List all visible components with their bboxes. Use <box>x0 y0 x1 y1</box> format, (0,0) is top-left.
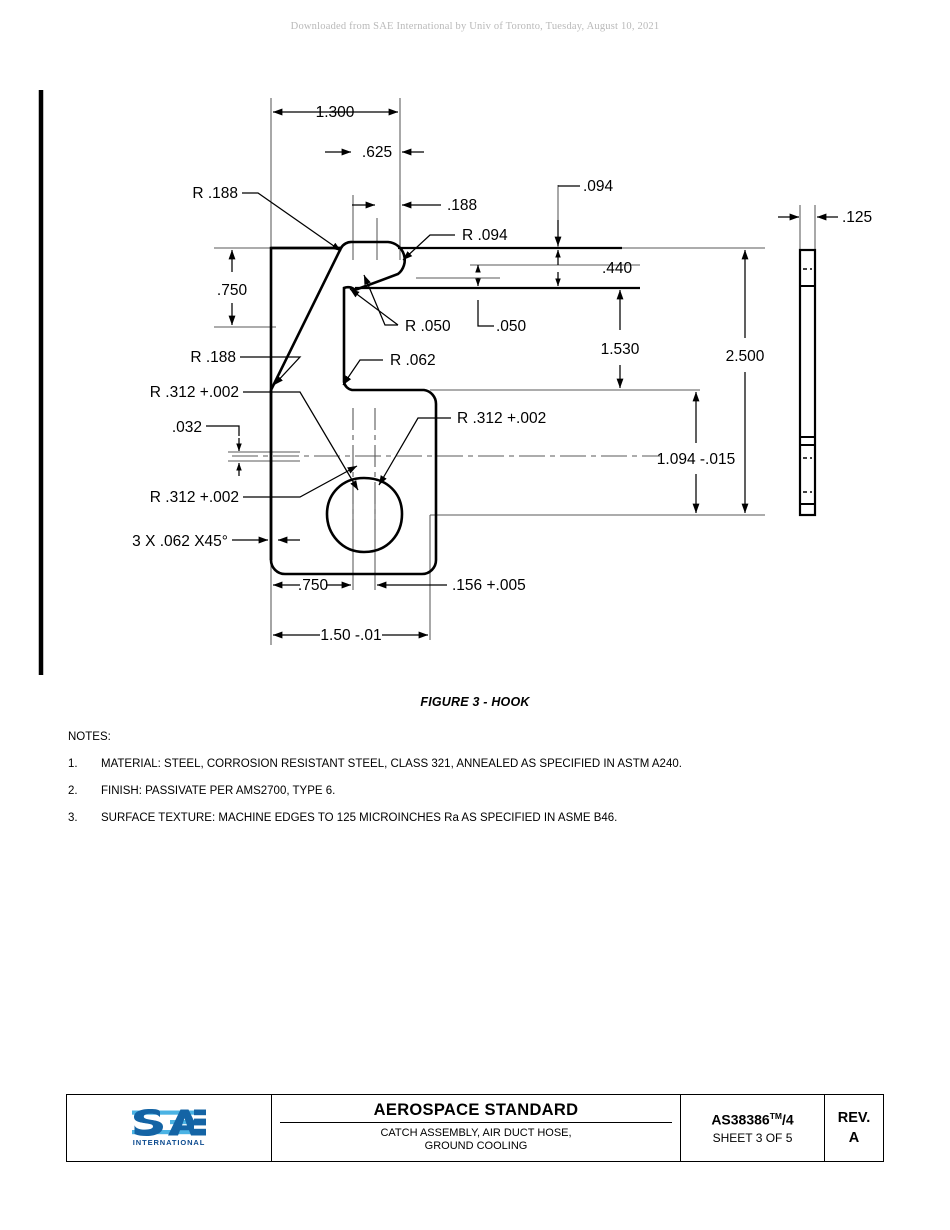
document-subtitle-line2: GROUND COOLING <box>424 1140 528 1153</box>
note-text: SURFACE TEXTURE: MACHINE EDGES TO 125 MI… <box>101 812 618 824</box>
dim-label-chamfer: 3 X .062 X45° <box>132 533 228 550</box>
rad-label-094: R .094 <box>462 227 508 244</box>
dim-label-0-750-left: .750 <box>217 282 248 299</box>
dim-label-1-094: 1.094 -.015 <box>657 451 735 468</box>
rad-label-188-lower: R .188 <box>190 349 236 366</box>
note-number: 2. <box>68 785 78 797</box>
document-subtitle: CATCH ASSEMBLY, AIR DUCT HOSE, GROUND CO… <box>380 1127 571 1155</box>
note-item: 2. FINISH: PASSIVATE PER AMS2700, TYPE 6… <box>68 785 888 797</box>
dim-label-0-625: .625 <box>362 144 392 161</box>
dim-label-1-530: 1.530 <box>601 341 640 358</box>
rad-label-312-lower: R .312 +.002 <box>150 489 239 506</box>
sae-logo-subtext: INTERNATIONAL <box>132 1138 206 1147</box>
sae-logo-mark <box>132 1109 206 1136</box>
engineering-drawing: 1.300 .625 .188 .094 .125 .440 .050 .750… <box>38 90 872 675</box>
leader-rad-050-b <box>349 288 399 326</box>
figure-caption: FIGURE 3 - HOOK <box>420 695 530 709</box>
title-block-rev-cell: REV. A <box>825 1095 883 1161</box>
hook-diagonal-edge <box>269 246 344 391</box>
rad-label-312-upper: R .312 +.002 <box>150 384 239 401</box>
hook-part-outline <box>269 240 438 576</box>
leader-rad-312-upper <box>243 391 359 491</box>
revision-label: REV. <box>837 1110 871 1126</box>
rad-label-062: R .062 <box>390 352 436 369</box>
dim-label-2-500: 2.500 <box>726 348 765 365</box>
note-text: MATERIAL: STEEL, CORROSION RESISTANT STE… <box>101 758 682 770</box>
rad-label-312-right: R .312 +.002 <box>457 410 546 427</box>
side-section-view <box>798 248 817 517</box>
sae-logo: INTERNATIONAL <box>130 1109 208 1147</box>
sheet-number: SHEET 3 OF 5 <box>712 1131 793 1146</box>
leader-rad-050-a <box>363 274 398 326</box>
title-block: INTERNATIONAL AEROSPACE STANDARD CATCH A… <box>66 1094 884 1162</box>
download-watermark: Downloaded from SAE International by Uni… <box>290 21 660 32</box>
rad-label-050: R .050 <box>405 318 451 335</box>
dim-label-0-440: .440 <box>602 260 633 277</box>
note-number: 1. <box>68 758 78 770</box>
title-block-logo-cell: INTERNATIONAL <box>67 1095 272 1161</box>
note-item: 1. MATERIAL: STEEL, CORROSION RESISTANT … <box>68 758 888 770</box>
dim-label-0-125: .125 <box>842 209 872 226</box>
leader-rad-094 <box>402 234 455 261</box>
note-number: 3. <box>68 812 78 824</box>
dim-label-0-094: .094 <box>583 178 614 195</box>
dim-label-0-050: .050 <box>496 318 527 335</box>
notes-heading: NOTES: <box>68 731 111 743</box>
slot-hole <box>325 476 404 554</box>
leader-rad-312-lower <box>243 465 358 498</box>
dim-label-0-188: .188 <box>447 197 477 214</box>
note-text: FINISH: PASSIVATE PER AMS2700, TYPE 6. <box>101 785 336 797</box>
leader-rad-188-lower <box>240 356 302 386</box>
title-block-doc-cell: AS38386TM/4 SHEET 3 OF 5 <box>681 1095 825 1161</box>
dimline-0-032-leader <box>206 425 240 436</box>
dim-label-0-750-bottom: .750 <box>298 577 329 594</box>
document-number-base: AS38386 <box>711 1111 770 1128</box>
document-number: AS38386TM/4 <box>711 1111 793 1128</box>
trademark-mark: TM <box>769 1110 782 1121</box>
rad-label-188-upper: R .188 <box>192 185 238 202</box>
document-subtitle-line1: CATCH ASSEMBLY, AIR DUCT HOSE, <box>380 1126 572 1139</box>
revision-value: A <box>848 1130 860 1146</box>
dim-label-1-50: 1.50 -.01 <box>320 627 381 644</box>
standard-type-label: AEROSPACE STANDARD <box>280 1101 672 1123</box>
dimline-0-050-leader <box>477 300 494 327</box>
dim-label-0-156: .156 +.005 <box>452 577 526 594</box>
dim-label-0-032: .032 <box>172 419 202 436</box>
document-number-suffix: /4 <box>781 1111 794 1128</box>
leader-rad-188-upper <box>242 192 342 252</box>
dim-label-1-300: 1.300 <box>316 104 355 121</box>
title-block-title-cell: AEROSPACE STANDARD CATCH ASSEMBLY, AIR D… <box>272 1095 681 1161</box>
leader-rad-312-right <box>378 417 451 486</box>
notes-section: NOTES: 1. MATERIAL: STEEL, CORROSION RES… <box>68 731 888 839</box>
note-item: 3. SURFACE TEXTURE: MACHINE EDGES TO 125… <box>68 812 888 824</box>
leader-rad-062 <box>342 359 383 386</box>
